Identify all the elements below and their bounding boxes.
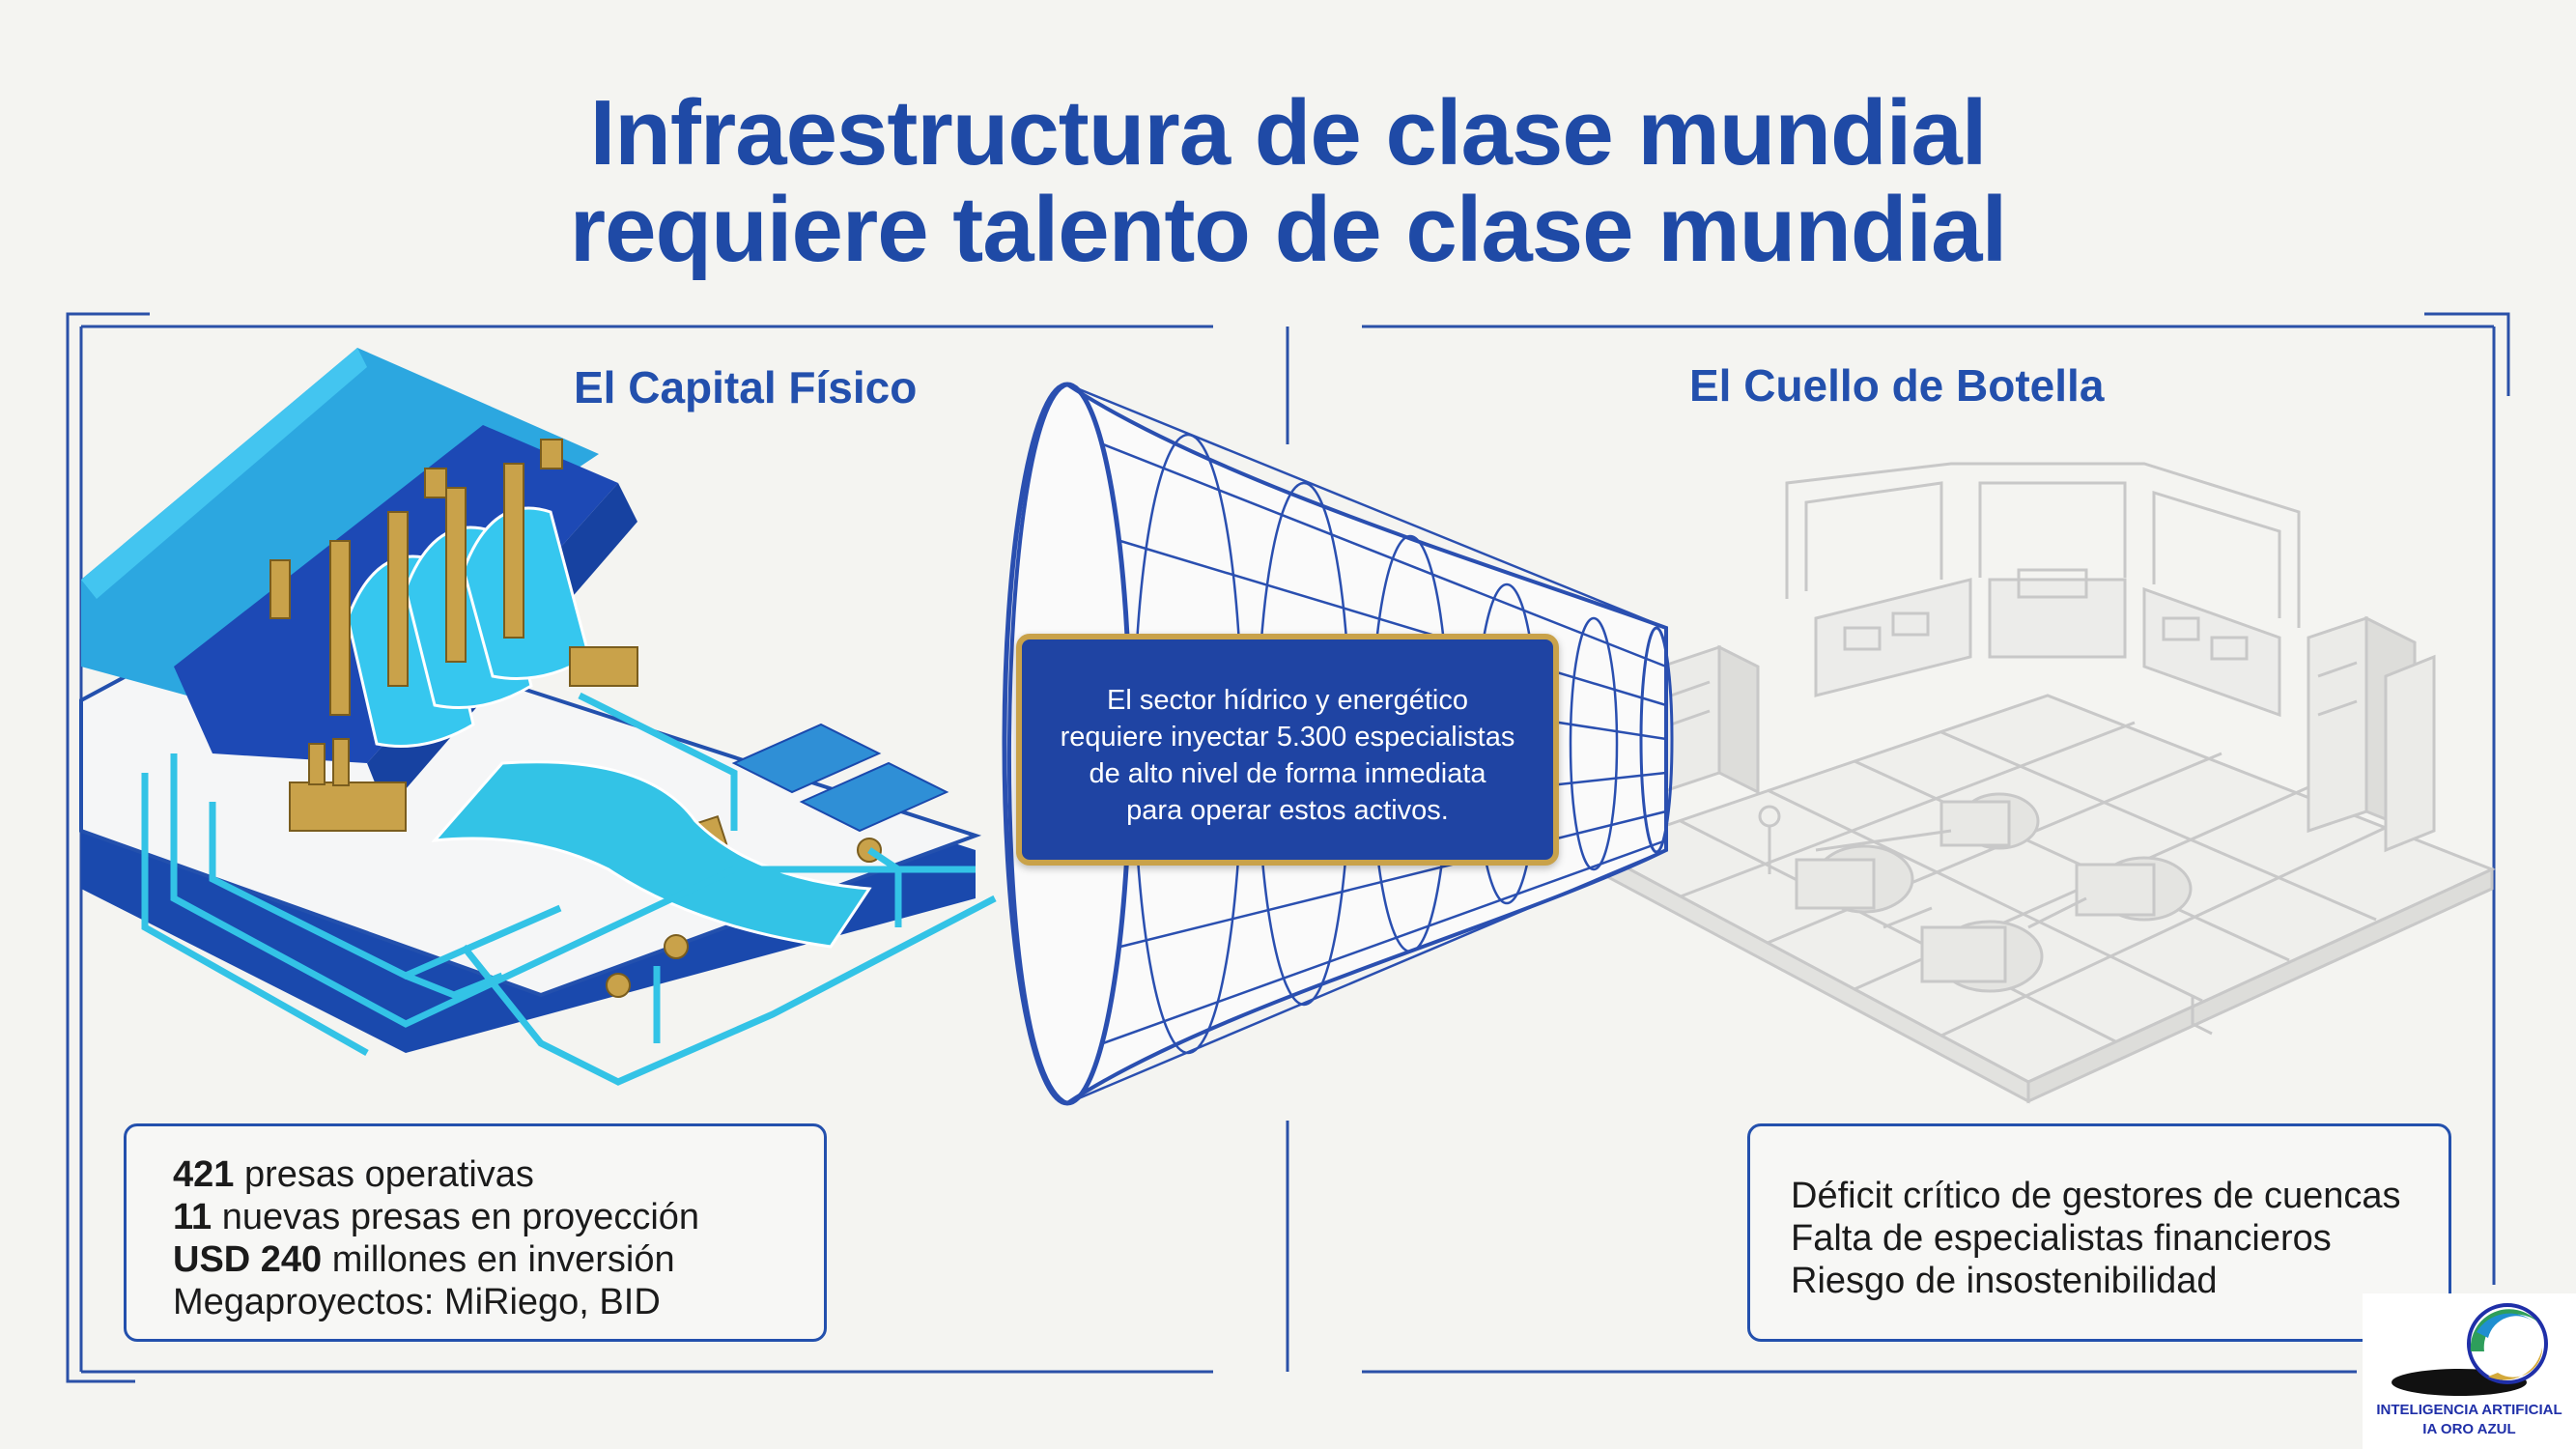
specialists-callout: El sector hídrico y energético requiere … xyxy=(1016,634,1559,866)
ia-oro-azul-logo: INTELIGENCIA ARTIFICIAL IA ORO AZUL xyxy=(2363,1293,2576,1449)
callout-line: requiere inyectar 5.300 especialistas xyxy=(1060,722,1515,753)
stat-line: Déficit crítico de gestores de cuencas xyxy=(1791,1176,2401,1216)
page-title: Infraestructura de clase mundial requier… xyxy=(0,85,2576,278)
stat-line: Falta de especialistas financieros xyxy=(1791,1218,2332,1259)
title-line-1: Infraestructura de clase mundial xyxy=(589,81,1988,185)
left-panel-label: El Capital Físico xyxy=(574,362,918,412)
physical-capital-stats: 421 presas operativas 11 nuevas presas e… xyxy=(124,1123,827,1342)
stat-line: 11 nuevas presas en proyección xyxy=(173,1197,700,1237)
right-panel-label: El Cuello de Botella xyxy=(1689,360,2105,411)
title-line-2: requiere talento de clase mundial xyxy=(569,178,2007,281)
logo-text-line-1: INTELIGENCIA ARTIFICIAL xyxy=(2376,1402,2562,1418)
logo-text-line-2: IA ORO AZUL xyxy=(2422,1421,2516,1437)
stat-line: USD 240 millones en inversión xyxy=(173,1239,675,1280)
callout-line: para operar estos activos. xyxy=(1126,795,1449,826)
bottleneck-stats: Déficit crítico de gestores de cuencas F… xyxy=(1747,1123,2451,1342)
callout-line: de alto nivel de forma inmediata xyxy=(1089,758,1486,789)
logo-globe-icon xyxy=(2392,1303,2548,1396)
stat-line: Megaproyectos: MiRiego, BID xyxy=(173,1282,661,1322)
callout-line: El sector hídrico y energético xyxy=(1107,685,1468,716)
stat-line: 421 presas operativas xyxy=(173,1154,534,1195)
stat-line: Riesgo de insostenibilidad xyxy=(1791,1261,2218,1301)
